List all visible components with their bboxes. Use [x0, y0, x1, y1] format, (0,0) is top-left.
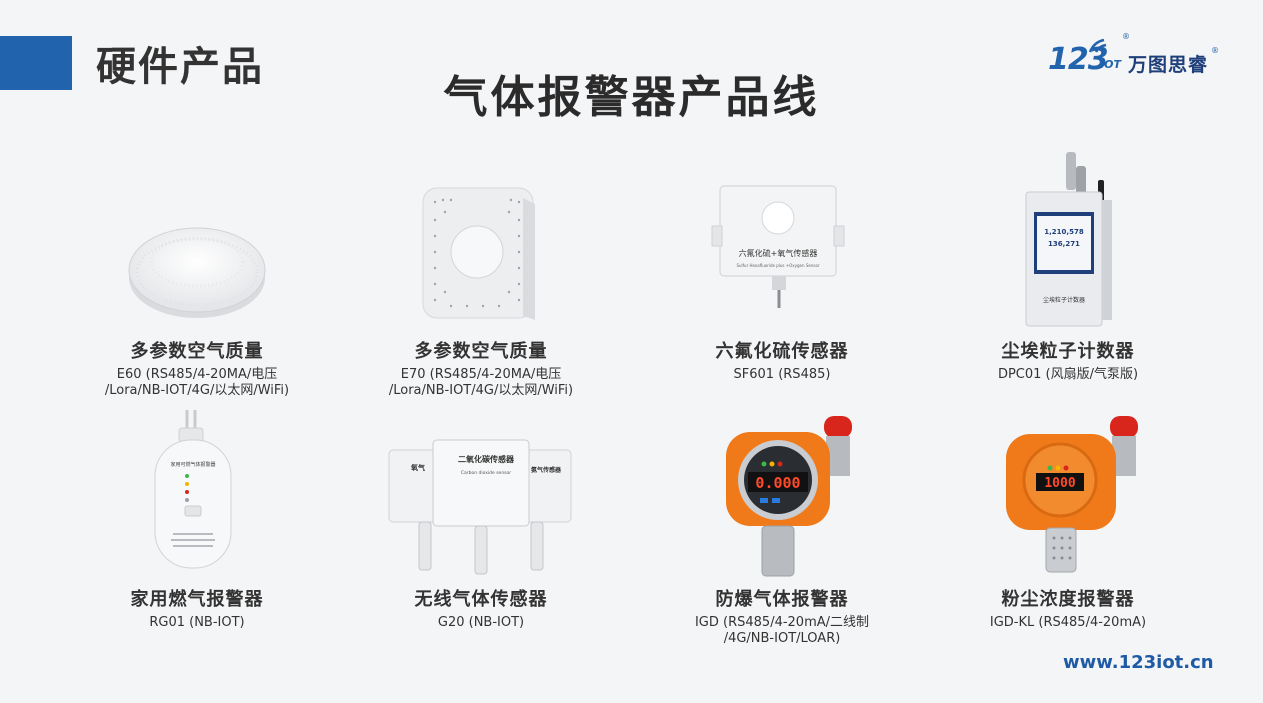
product-spec: E70 (RS485/4-20MA/电压 /Lora/NB-IOT/4G/以太网…	[361, 367, 601, 399]
spec-line: /Lora/NB-IOT/4G/以太网/WiFi)	[388, 383, 574, 398]
logo-iot: IOT	[1100, 58, 1121, 71]
device-label-right: 氨气传感器	[531, 466, 562, 474]
device-label: 家用可燃气体报警器	[170, 461, 215, 468]
signal-wave-icon	[1088, 38, 1107, 53]
spec-line: SF601 (RS485)	[733, 367, 831, 382]
registered-mark: ®	[1211, 46, 1219, 55]
e70-device-image	[422, 187, 535, 320]
product-name: 多参数空气质量	[414, 341, 548, 362]
product-name: 六氟化硫传感器	[715, 341, 849, 362]
product-name: 无线气体传感器	[414, 589, 548, 610]
logo-number: 123	[1048, 42, 1109, 77]
display-value: 1000	[1044, 476, 1075, 491]
product-spec: RG01 (NB-IOT)	[77, 615, 317, 631]
igd-device-image: 0.000	[726, 416, 852, 577]
screen-value: 1,210,578	[1044, 228, 1084, 236]
rg01-device-image: 家用可燃气体报警器	[154, 410, 232, 569]
product-spec: G20 (NB-IOT)	[361, 615, 601, 631]
spec-line: IGD (RS485/4-20mA/二线制	[694, 615, 870, 630]
spec-line: IGD-KL (RS485/4-20mA)	[989, 615, 1147, 630]
product-spec: IGD-KL (RS485/4-20mA)	[948, 615, 1188, 631]
device-label: 二氧化碳传感器	[458, 454, 515, 464]
product-card-rg01[interactable]: 家用可燃气体报警器 家用燃气报警器 RG01 (NB-IOT)	[77, 410, 317, 630]
spec-line: E70 (RS485/4-20MA/电压	[400, 367, 562, 382]
accent-bar	[0, 36, 72, 90]
product-card-g20[interactable]: 氧气 氨气传感器 二氧化碳传感器 Carbon dioxide sensor 无…	[361, 430, 601, 630]
section-title: 硬件产品	[96, 44, 264, 90]
product-card-dpc01[interactable]: 1,210,578 136,271 尘埃粒子计数器 尘埃粒子计数器 DPC01 …	[948, 152, 1188, 382]
spec-line: /4G/NB-IOT/LOAR)	[723, 631, 841, 646]
igd-kl-device-image: 1000	[1006, 416, 1138, 573]
device-sublabel: Sulfur Hexafluoride plus +Oxygen Sensor	[736, 263, 819, 268]
sf601-device-image: 六氟化硫+氧气传感器 Sulfur Hexafluoride plus +Oxy…	[711, 185, 845, 308]
device-label: 尘埃粒子计数器	[1043, 296, 1085, 304]
product-spec: DPC01 (风扇版/气泵版)	[948, 367, 1188, 383]
spec-line: RG01 (NB-IOT)	[149, 615, 245, 630]
logo-company-name: 万图思睿	[1128, 54, 1209, 76]
product-card-igd-kl[interactable]: 1000 粉尘浓度报警器 IGD-KL (RS485/4-20mA)	[948, 410, 1188, 630]
product-card-e60[interactable]: 多参数空气质量 E60 (RS485/4-20MA/电压 /Lora/NB-IO…	[77, 200, 317, 398]
product-spec: IGD (RS485/4-20mA/二线制 /4G/NB-IOT/LOAR)	[662, 615, 902, 647]
spec-line: G20 (NB-IOT)	[437, 615, 525, 630]
device-label: 六氟化硫+氧气传感器	[739, 248, 818, 258]
product-card-sf601[interactable]: 六氟化硫+氧气传感器 Sulfur Hexafluoride plus +Oxy…	[662, 180, 902, 382]
spec-line: /Lora/NB-IOT/4G/以太网/WiFi)	[104, 383, 290, 398]
spec-line: DPC01 (风扇版/气泵版)	[997, 367, 1139, 382]
product-card-e70[interactable]: 多参数空气质量 E70 (RS485/4-20MA/电压 /Lora/NB-IO…	[361, 180, 601, 398]
screen-value: 136,271	[1048, 240, 1080, 248]
g20-device-image: 氧气 氨气传感器 二氧化碳传感器 Carbon dioxide sensor	[388, 439, 572, 575]
registered-mark: ®	[1122, 32, 1130, 41]
page-title: 气体报警器产品线	[443, 72, 820, 123]
device-sublabel: Carbon dioxide sensor	[461, 470, 511, 476]
product-name: 多参数空气质量	[130, 341, 264, 362]
device-label-left: 氧气	[410, 463, 425, 472]
product-spec: SF601 (RS485)	[662, 367, 902, 383]
e60-device-image	[128, 227, 266, 318]
product-name: 防爆气体报警器	[715, 589, 849, 610]
company-logo: 123 IOT ® 万图思睿 ®	[1048, 32, 1223, 78]
product-name: 尘埃粒子计数器	[1001, 341, 1135, 362]
product-spec: E60 (RS485/4-20MA/电压 /Lora/NB-IOT/4G/以太网…	[77, 367, 317, 399]
product-card-igd[interactable]: 0.000 防爆气体报警器 IGD (RS485/4-20mA/二线制 /4G/…	[662, 410, 902, 646]
spec-line: E60 (RS485/4-20MA/电压	[116, 367, 278, 382]
product-name: 粉尘浓度报警器	[1001, 589, 1135, 610]
display-value: 0.000	[755, 474, 800, 492]
dpc01-device-image: 1,210,578 136,271 尘埃粒子计数器	[1025, 152, 1112, 327]
product-name: 家用燃气报警器	[130, 589, 264, 610]
website-link[interactable]: www.123iot.cn	[1063, 652, 1214, 673]
